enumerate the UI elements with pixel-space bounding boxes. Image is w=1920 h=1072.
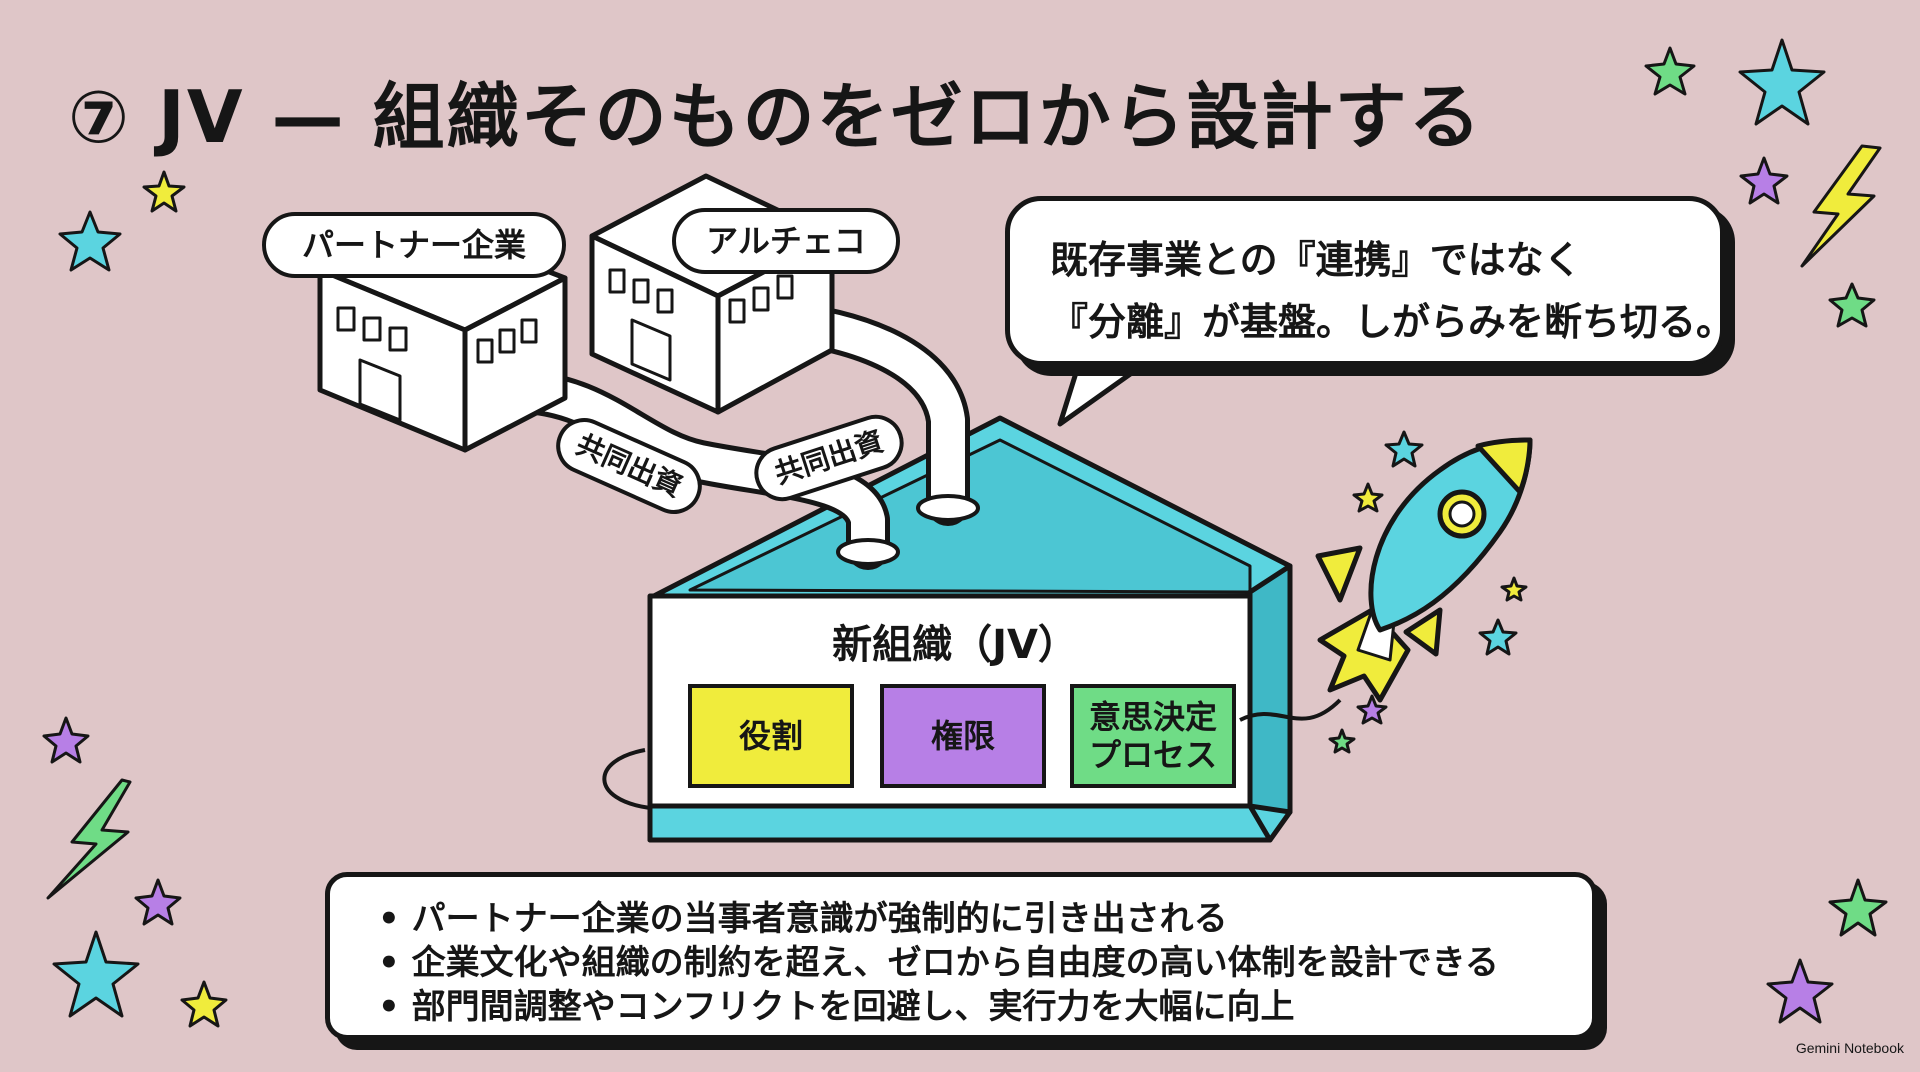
notes-box: パートナー企業の当事者意識が強制的に引き出される 企業文化や組織の制約を超え、ゼ… — [325, 872, 1597, 1040]
star-icon — [134, 878, 182, 926]
star-icon — [1739, 156, 1789, 205]
tile-decision-process: 意思決定 プロセス — [1070, 684, 1236, 788]
note-item: パートナー企業の当事者意識が強制的に引き出される — [378, 897, 1592, 941]
new-org-title: 新組織（JV） — [832, 622, 1078, 668]
star-icon — [180, 980, 228, 1028]
page-title: ⑦ JV — 組織そのものをゼロから設計する — [68, 75, 1483, 159]
star-icon — [1828, 878, 1888, 937]
alcheco-label: アルチェコ — [672, 208, 900, 274]
bubble-line-1: 既存事業との『連携』ではなく — [1050, 238, 1582, 282]
star-icon — [1766, 958, 1834, 1024]
tile-authority-label: 権限 — [930, 717, 995, 755]
watermark: Gemini Notebook — [1795, 1040, 1904, 1056]
star-icon — [58, 210, 122, 272]
tile-authority: 権限 — [880, 684, 1046, 788]
tile-decision-line-2: プロセス — [1088, 736, 1217, 774]
decorations — [42, 38, 1888, 1028]
tile-role-label: 役割 — [738, 717, 803, 755]
tile-decision-line-1: 意思決定 — [1088, 698, 1217, 736]
bolt-icon — [46, 778, 132, 900]
star-icon — [1500, 576, 1528, 602]
note-item: 企業文化や組織の制約を超え、ゼロから自由度の高い体制を設計できる — [378, 941, 1592, 985]
star-icon — [1738, 38, 1826, 126]
star-icon — [142, 170, 186, 213]
star-icon — [1644, 46, 1696, 96]
star-icon — [1352, 482, 1384, 513]
note-item: 部門間調整やコンフリクトを回避し、実行力を大幅に向上 — [378, 985, 1592, 1029]
tile-role: 役割 — [688, 684, 854, 788]
star-icon — [52, 930, 140, 1018]
star-icon — [1356, 694, 1388, 725]
partner-label: パートナー企業 — [262, 212, 566, 278]
bubble-tail — [1057, 357, 1153, 427]
star-icon — [42, 716, 90, 764]
speech-bubble: 既存事業との『連携』ではなく 『分離』が基盤。しがらみを断ち切る。 — [1005, 196, 1735, 366]
bolt-icon — [1800, 144, 1882, 268]
rocket-icon — [1239, 437, 1533, 722]
star-icon — [1478, 618, 1518, 656]
star-icon — [1384, 430, 1424, 468]
star-icon — [1328, 728, 1356, 754]
bubble-line-2: 『分離』が基盤。しがらみを断ち切る。 — [1050, 300, 1735, 344]
star-icon — [1828, 282, 1876, 328]
